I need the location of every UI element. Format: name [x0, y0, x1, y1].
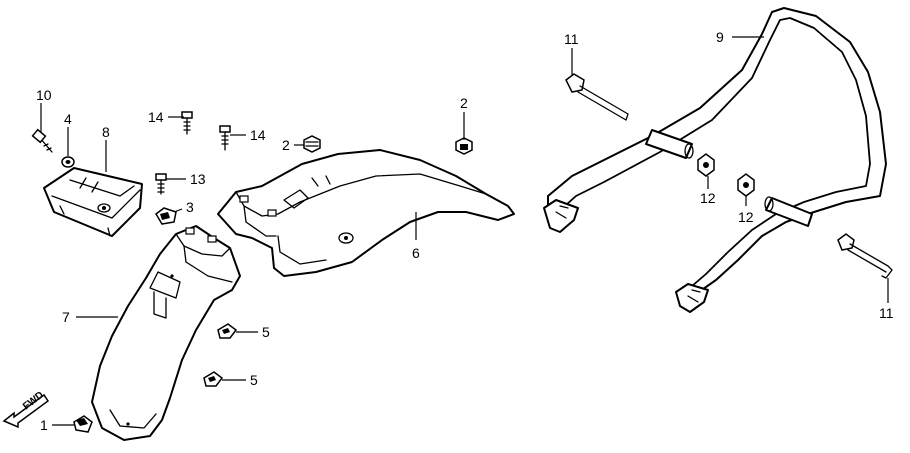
- bolt-13-part: [155, 173, 167, 195]
- clip-1-part: [73, 415, 93, 433]
- callout-7: 7: [62, 309, 70, 325]
- callout-5b: 5: [250, 372, 258, 388]
- callout-12b: 12: [738, 209, 754, 225]
- bolt-14a-part: [181, 111, 193, 135]
- tool-case-part: [43, 167, 143, 237]
- callouts: 10 4 8 14 14 2 2 13 3 6 7 5 5 1 11 9 12 …: [36, 29, 894, 433]
- callout-5a: 5: [262, 324, 270, 340]
- callout-3: 3: [186, 199, 194, 215]
- callout-13: 13: [190, 171, 206, 187]
- bolt-14b-part: [219, 125, 231, 151]
- front-fender-part: [91, 225, 241, 441]
- callout-9: 9: [716, 29, 724, 45]
- callout-12a: 12: [700, 190, 716, 206]
- callout-8: 8: [102, 124, 110, 140]
- callout-11a: 11: [564, 31, 579, 47]
- callout-2b: 2: [460, 95, 468, 111]
- callout-14b: 14: [250, 127, 266, 143]
- callout-4: 4: [64, 111, 72, 127]
- callout-11b: 11: [879, 305, 894, 321]
- callout-2a: 2: [282, 137, 290, 153]
- clip-5a-part: [217, 323, 238, 339]
- nut-12a-part: [697, 153, 715, 177]
- nut-2b-part: [455, 137, 473, 155]
- bolt-11a-part: [565, 73, 629, 121]
- bolt-11b-part: [837, 233, 893, 279]
- callout-10: 10: [36, 87, 52, 103]
- nut-2a-part: [303, 135, 321, 153]
- callout-6: 6: [412, 245, 420, 261]
- rear-fender-part: [217, 149, 515, 277]
- clip-5b-part: [203, 371, 224, 387]
- callout-1: 1: [40, 417, 48, 433]
- leader-lines: [40, 36, 889, 426]
- clip-3-part: [155, 207, 177, 225]
- callout-14a: 14: [148, 109, 164, 125]
- nut-12b-part: [737, 173, 755, 197]
- bolt-10-part: [31, 128, 53, 153]
- grommet-4-part: [61, 156, 75, 168]
- grab-rail-part: [543, 7, 887, 313]
